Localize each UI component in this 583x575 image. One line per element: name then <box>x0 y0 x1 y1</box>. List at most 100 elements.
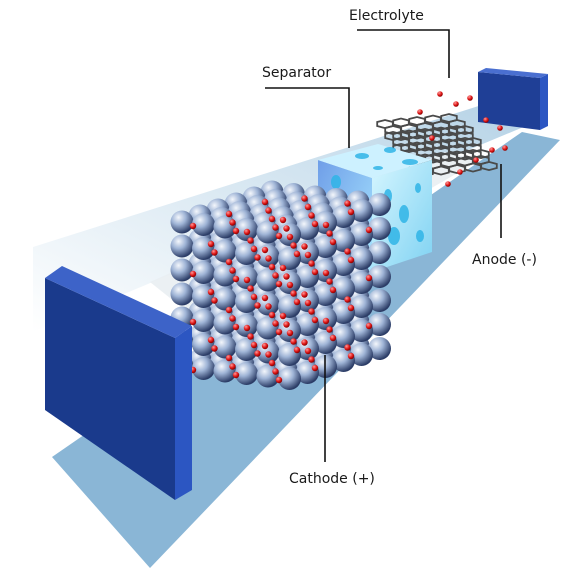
lithium-ion <box>272 368 279 375</box>
lithium-ion <box>453 101 459 107</box>
lithium-ion <box>286 281 294 289</box>
cathode-sphere <box>278 367 301 390</box>
cathode-sphere <box>350 343 373 366</box>
lithium-ion <box>417 109 423 115</box>
cathode-sphere <box>213 215 237 239</box>
lithium-ion <box>457 169 463 175</box>
cathode-sphere <box>192 285 215 308</box>
lithium-ion <box>347 256 355 264</box>
cathode-lattice <box>170 180 391 390</box>
anode-current-collector <box>478 68 548 130</box>
lithium-ion <box>243 228 251 236</box>
lithium-ion <box>502 145 508 151</box>
lithium-ion <box>290 290 297 297</box>
lithium-ion <box>265 255 272 262</box>
separator-pore <box>402 159 418 165</box>
lithium-ion <box>275 376 283 384</box>
cathode-sphere <box>350 199 373 222</box>
lithium-ion <box>473 157 479 163</box>
lithium-ion <box>329 334 337 342</box>
lithium-ion <box>275 280 283 288</box>
lithium-ion <box>286 233 294 241</box>
electrolyte-leader <box>357 29 450 78</box>
cathode-sphere <box>256 220 280 244</box>
lithium-ion <box>207 288 215 296</box>
lithium-ion <box>189 270 197 278</box>
lithium-ion <box>286 329 294 337</box>
cathode-sphere <box>332 325 355 348</box>
lithium-ion <box>247 237 254 244</box>
lithium-ion <box>275 232 283 240</box>
cathode-sphere <box>256 268 280 292</box>
separator-leader <box>265 87 350 148</box>
lithium-ion <box>272 224 279 231</box>
lithium-ion <box>301 291 308 298</box>
lithium-ion <box>265 207 272 214</box>
lithium-ion <box>268 311 276 319</box>
lithium-ion <box>344 200 351 207</box>
lithium-ion <box>497 125 503 131</box>
lithium-ion <box>483 117 489 123</box>
lithium-ion <box>243 324 251 332</box>
lithium-ion <box>247 285 254 292</box>
graphite-hexagon <box>464 136 482 148</box>
lithium-ion <box>301 243 308 250</box>
lithium-ion <box>268 263 276 271</box>
cathode-sphere <box>192 309 215 332</box>
lithium-ion <box>365 226 373 234</box>
lithium-ion <box>283 321 290 328</box>
lithium-ion <box>347 304 355 312</box>
lithium-ion <box>229 267 236 274</box>
cathode-sphere <box>235 290 258 313</box>
lithium-ion <box>211 297 218 304</box>
lithium-ion <box>290 242 297 249</box>
separator-pore <box>355 153 369 159</box>
cathode-sphere <box>350 295 373 318</box>
cathode-sphere <box>332 277 355 300</box>
lithium-ion <box>211 345 218 352</box>
lithium-ion <box>254 254 261 261</box>
lithium-ion <box>326 326 333 333</box>
lithium-ion <box>311 364 319 372</box>
lithium-ion <box>254 302 261 309</box>
lithium-ion <box>344 296 351 303</box>
lithium-ion <box>229 219 236 226</box>
lithium-ion <box>467 95 473 101</box>
lithium-ion <box>250 341 258 349</box>
leader-lines <box>265 29 502 462</box>
lithium-ion <box>290 338 297 345</box>
lithium-ion <box>308 308 315 315</box>
lithium-ion <box>261 342 269 350</box>
cathode-sphere <box>368 265 391 288</box>
graphite-hexagon <box>480 160 498 172</box>
lithium-ion <box>326 278 333 285</box>
separator-label: Separator <box>262 65 332 81</box>
cathode-sphere <box>368 313 391 336</box>
lithium-ion <box>304 251 312 259</box>
lithium-ion <box>365 274 373 282</box>
cathode-sphere <box>192 357 215 380</box>
lithium-ion <box>304 347 312 355</box>
lithium-ion <box>265 303 272 310</box>
cathode-current-collector <box>45 266 192 500</box>
cathode-sphere <box>192 261 215 284</box>
lithium-ion <box>225 210 233 218</box>
cathode-sphere <box>256 364 280 388</box>
lithium-ion <box>189 222 197 230</box>
lithium-ion <box>311 220 319 228</box>
lithium-ion <box>207 336 215 344</box>
lithium-ion <box>189 318 197 326</box>
cathode-sphere <box>368 337 391 360</box>
cathode-label: Cathode (+) <box>289 471 375 487</box>
lithium-ion <box>308 212 315 219</box>
lithium-ion <box>437 91 443 97</box>
lithium-ion <box>283 225 290 232</box>
lithium-ion <box>272 272 279 279</box>
lithium-ion <box>365 322 373 330</box>
lithium-ion <box>293 250 301 258</box>
cathode-sphere <box>368 289 391 312</box>
cathode-sphere <box>350 247 373 270</box>
lithium-ion <box>225 258 233 266</box>
